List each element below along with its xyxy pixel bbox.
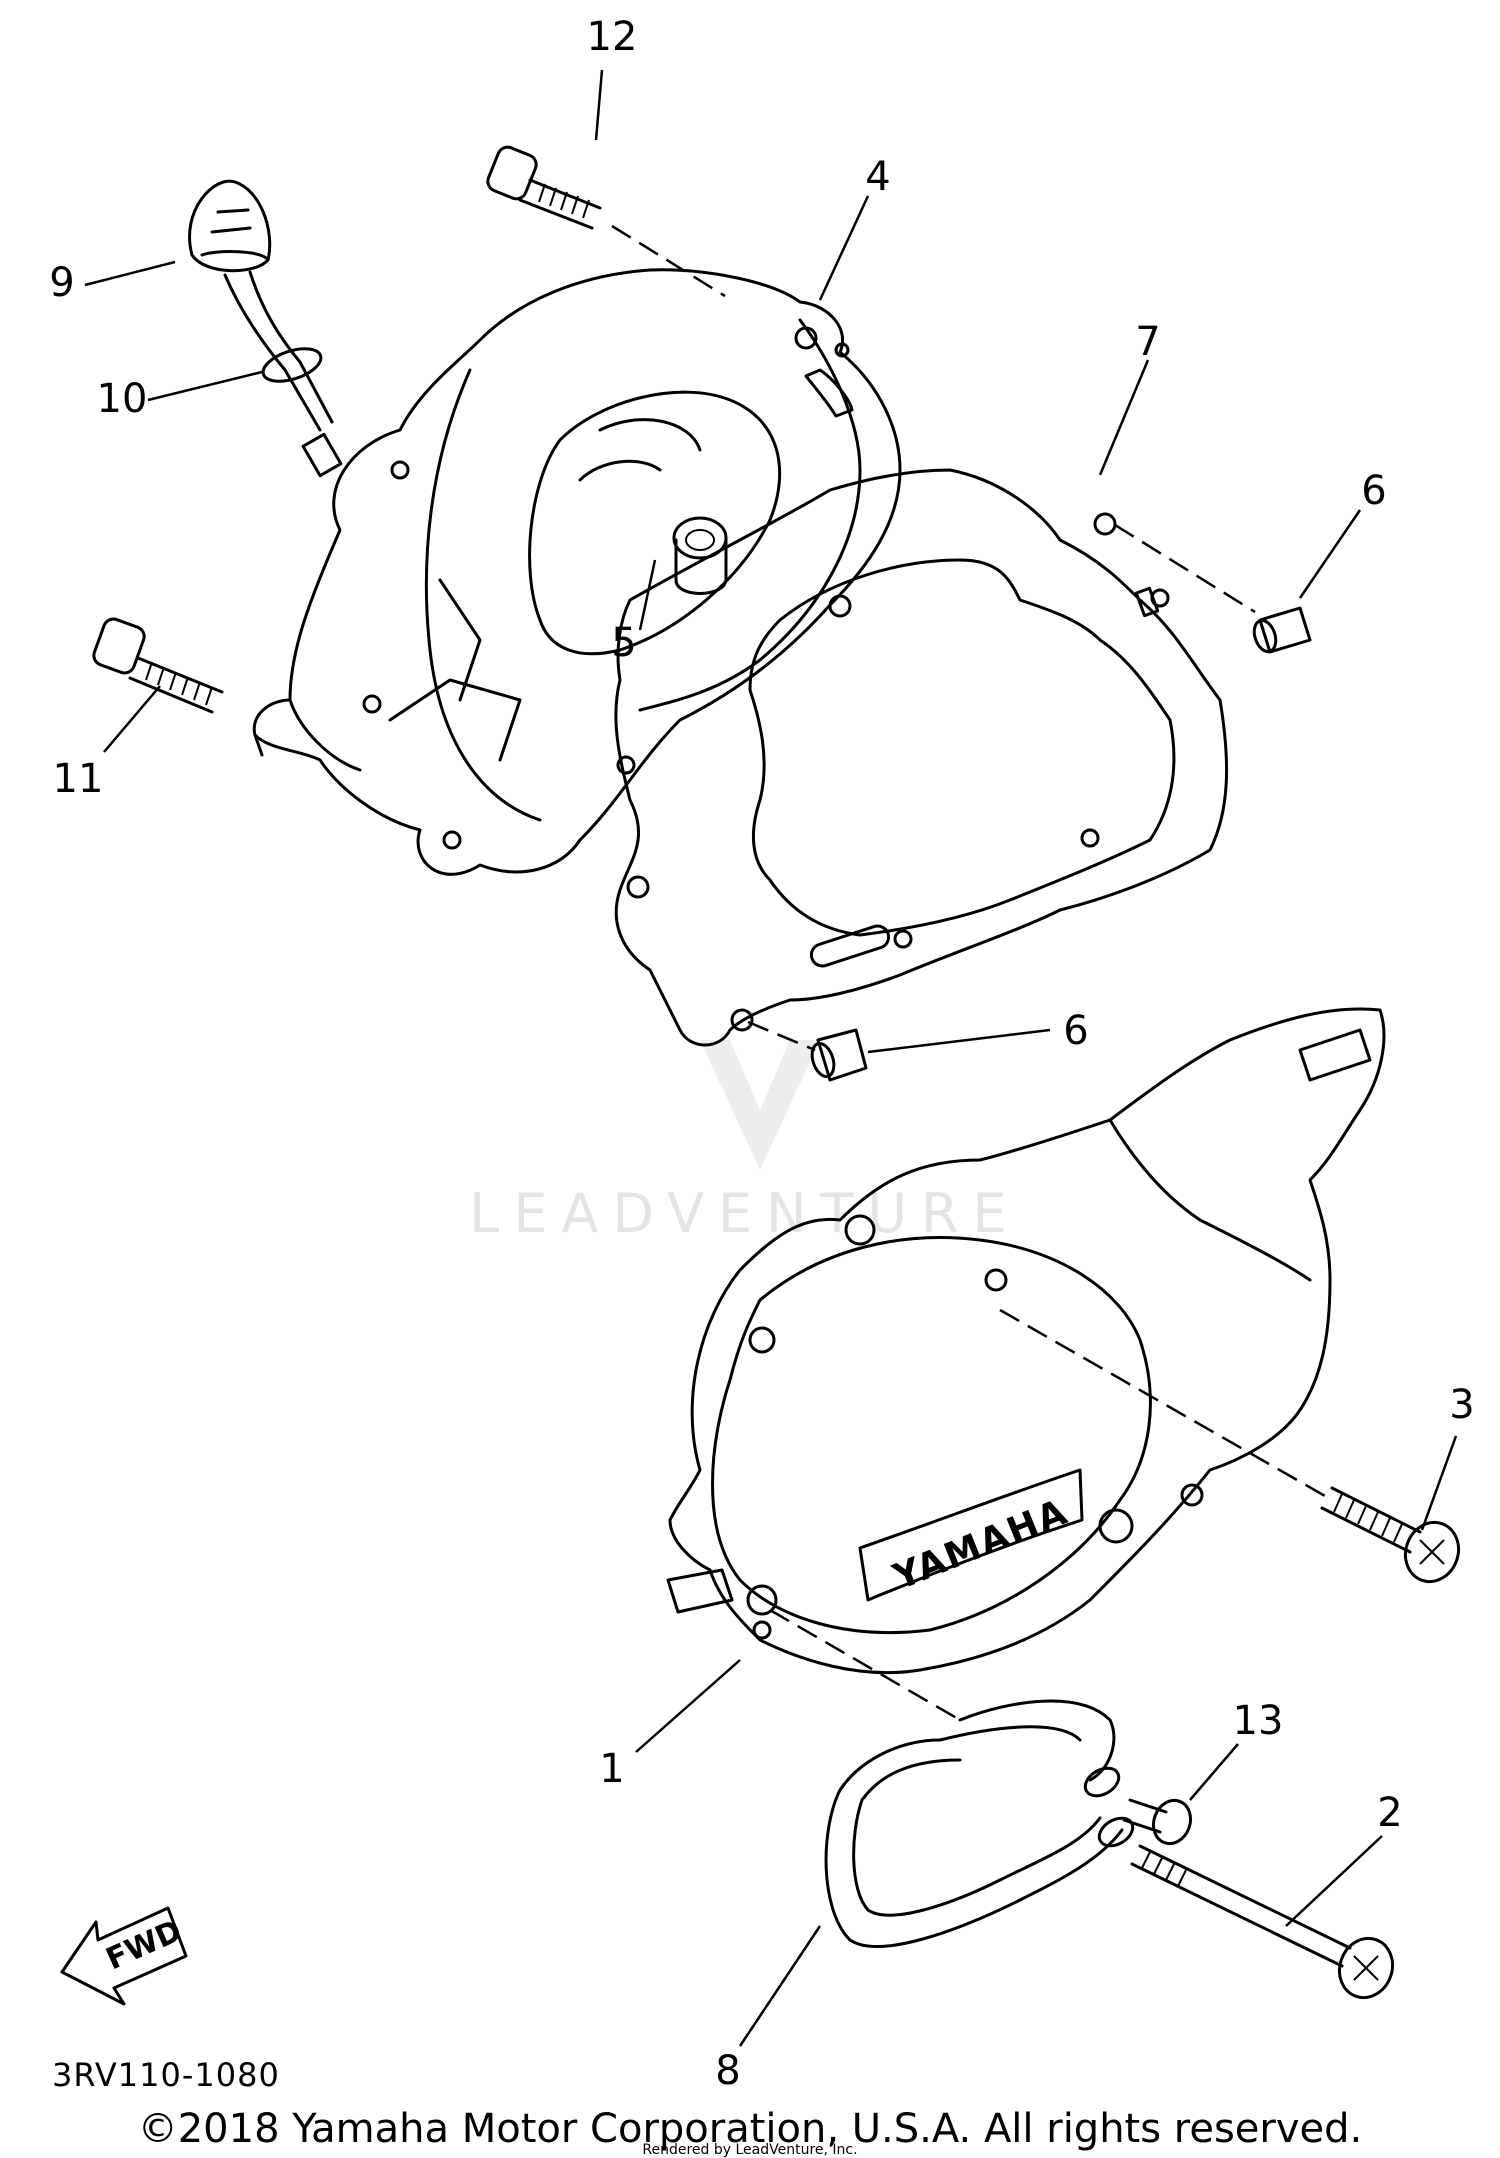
leader-6b <box>867 1028 1051 1054</box>
dash-line-3 <box>999 1308 1333 1502</box>
callout-11: 10 <box>97 376 148 422</box>
leader-4 <box>818 195 870 301</box>
leader-2 <box>1285 1835 1383 1927</box>
callout-1: 1 <box>599 1746 624 1792</box>
leader-7 <box>1098 359 1150 476</box>
callout-13: 13 <box>1233 1698 1284 1744</box>
leader-3 <box>1420 1435 1458 1531</box>
callout-7: 7 <box>1135 319 1160 365</box>
leader-8 <box>594 69 604 141</box>
part-12-loop-hose <box>824 1699 1135 1948</box>
leader-1 <box>635 1659 741 1753</box>
leader-9 <box>103 685 161 753</box>
leader-5 <box>638 559 657 631</box>
callout-8: 12 <box>587 14 638 60</box>
callout-4: 4 <box>865 154 890 200</box>
part-10-dipstick <box>188 179 343 478</box>
fwd-label: FWD <box>101 1913 187 1977</box>
leader-6a <box>1298 509 1362 599</box>
part-5-bushing <box>672 516 728 595</box>
leader-10 <box>84 260 176 287</box>
leader-11 <box>147 370 263 402</box>
callout-12: 8 <box>715 2048 740 2094</box>
part-3-bolt <box>1320 1486 1460 1584</box>
callout-labels: 12 4 7 6 9 10 5 11 6 3 1 13 2 8 <box>49 14 1474 2094</box>
fwd-arrow-icon: FWD <box>60 1906 188 2006</box>
part-13-screw <box>1122 1798 1193 1846</box>
leader-12 <box>738 1925 822 2047</box>
dash-line-6-upper <box>1114 523 1256 614</box>
callout-10: 9 <box>49 260 74 306</box>
watermark-text: LEADVENTURE <box>469 1182 1020 1245</box>
dash-line-12 <box>769 1608 961 1722</box>
callout-6-lower: 6 <box>1063 1008 1088 1054</box>
dash-line-6-lower <box>747 1020 816 1052</box>
part-6-dowel-upper <box>1252 606 1312 654</box>
callout-5: 5 <box>611 620 636 666</box>
watermark-logo-icon <box>700 1040 820 1170</box>
part-6-dowel-lower <box>810 1028 868 1082</box>
copyright-notice: ©2018 Yamaha Motor Corporation, U.S.A. A… <box>137 2106 1363 2152</box>
part-4-crankcase-cover <box>252 268 902 876</box>
diagram-reference-code: 3RV110-1080 <box>52 2056 280 2094</box>
leader-lines <box>84 69 1458 2047</box>
part-8-bolt <box>486 145 602 230</box>
yamaha-logo-text: YAMAHA <box>887 1491 1074 1598</box>
part-9-bolt <box>92 617 224 714</box>
callout-9: 11 <box>53 756 104 802</box>
dash-line-8 <box>611 224 726 298</box>
part-11-o-ring <box>261 347 323 383</box>
part-2-long-bolt <box>1130 1844 1394 2000</box>
callout-2: 2 <box>1377 1790 1402 1836</box>
rendered-by-credit: Rendered by LeadVenture, Inc. <box>642 2142 858 2158</box>
callout-6-upper: 6 <box>1361 468 1386 514</box>
leader-13 <box>1189 1743 1239 1801</box>
watermark: LEADVENTURE <box>469 1040 1020 1245</box>
callout-3: 3 <box>1449 1382 1474 1428</box>
part-7-gasket <box>614 468 1229 1047</box>
